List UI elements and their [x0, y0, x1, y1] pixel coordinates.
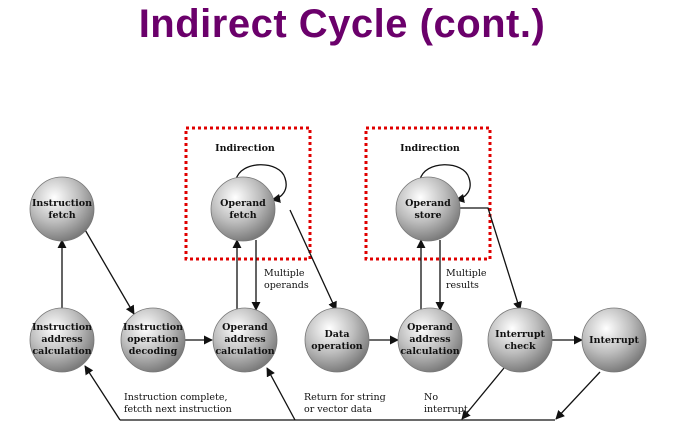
node-data-operation: Data operation [304, 307, 370, 373]
node-instruction-address-calculation: Instruction address calculation [29, 307, 95, 373]
arrow-os-to-ic [460, 207, 522, 311]
arrow-of-self-loop [235, 164, 287, 203]
arrow-if-to-iod [83, 227, 135, 315]
arrow-return-to-oac1 [266, 367, 296, 421]
svg-text:calculation: calculation [400, 346, 459, 357]
svg-text:Instruction: Instruction [32, 198, 92, 209]
svg-text:address: address [41, 334, 82, 345]
svg-text:Data: Data [325, 329, 350, 340]
svg-text:decoding: decoding [129, 346, 178, 357]
multiple-results-label: Multiple results [446, 268, 487, 291]
svg-text:address: address [409, 334, 450, 345]
svg-text:store: store [414, 210, 441, 221]
svg-text:address: address [224, 334, 265, 345]
arrow-return-to-iac [84, 365, 121, 421]
arrow-ic-no-interrupt [461, 367, 505, 420]
indirection-box-right [364, 126, 492, 261]
svg-text:Operand: Operand [405, 198, 451, 209]
svg-text:Operand: Operand [407, 322, 453, 333]
svg-text:Instruction complete,: Instruction complete, [124, 392, 228, 403]
svg-text:fetcth next instruction: fetcth next instruction [124, 404, 232, 415]
svg-text:check: check [504, 341, 536, 352]
svg-text:fetch: fetch [48, 210, 75, 221]
svg-text:fetch: fetch [229, 210, 256, 221]
svg-text:results: results [446, 280, 479, 291]
instruction-complete-label: Instruction complete, fetcth next instru… [124, 392, 232, 415]
node-operand-address-calculation-2: Operand address calculation [397, 307, 463, 373]
multiple-operands-label: Multiple operands [264, 268, 309, 291]
svg-text:operation: operation [127, 334, 179, 345]
svg-text:Multiple: Multiple [264, 268, 305, 279]
svg-text:interrupt: interrupt [424, 404, 468, 415]
return-for-string-label: Return for string or vector data [304, 392, 386, 415]
no-interrupt-label: No interrupt [424, 392, 468, 415]
svg-text:calculation: calculation [32, 346, 91, 357]
svg-text:No: No [424, 392, 438, 403]
svg-text:Multiple: Multiple [446, 268, 487, 279]
indirection-box-left [184, 126, 312, 261]
arrow-of-to-do [289, 209, 337, 311]
svg-text:Return for string: Return for string [304, 392, 386, 403]
node-instruction-operation-decoding: Instruction operation decoding [120, 307, 186, 373]
svg-text:Interrupt: Interrupt [589, 335, 639, 346]
svg-text:Interrupt: Interrupt [495, 329, 545, 340]
indirection-label-right: Indirection [400, 143, 460, 154]
node-interrupt: Interrupt [581, 307, 647, 373]
node-operand-fetch: Operand fetch [210, 176, 276, 242]
svg-text:Operand: Operand [220, 198, 266, 209]
svg-text:or vector data: or vector data [304, 404, 372, 415]
indirection-label-left: Indirection [215, 143, 275, 154]
svg-text:Operand: Operand [222, 322, 268, 333]
svg-text:calculation: calculation [215, 346, 274, 357]
page-title: Indirect Cycle (cont.) [138, 2, 546, 46]
svg-text:operation: operation [311, 341, 363, 352]
node-operand-store: Operand store [395, 176, 461, 242]
arrow-int-to-return [555, 371, 601, 420]
svg-text:Instruction: Instruction [32, 322, 92, 333]
svg-text:operands: operands [264, 280, 309, 291]
node-instruction-fetch: Instruction fetch [29, 176, 95, 242]
arrow-os-self-loop [419, 164, 471, 203]
node-operand-address-calculation-1: Operand address calculation [212, 307, 278, 373]
svg-text:Instruction: Instruction [123, 322, 183, 333]
node-interrupt-check: Interrupt check [487, 307, 553, 373]
